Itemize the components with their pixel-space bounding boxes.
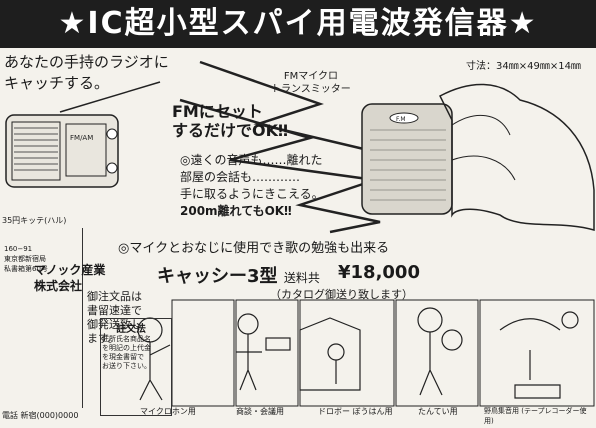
radio-illustration xyxy=(5,81,161,188)
feature-line: 部屋の会話も………… xyxy=(180,170,301,184)
stamp-price-label: 35円キッテ(ハル) xyxy=(2,216,67,225)
order-method-line: を現金書留で xyxy=(102,353,144,361)
device-name-line: トランスミッター xyxy=(271,84,351,95)
company-line: マノック産業 xyxy=(34,263,106,277)
radio-band-label: FM/AM xyxy=(70,134,93,142)
address-line: 東京都新宿局 xyxy=(4,255,46,263)
transmitter-illustration xyxy=(361,103,453,215)
caption-birdwatching: 野鳥集音用 (テープレコーダー使用) xyxy=(484,407,587,425)
comic-panels xyxy=(171,299,595,407)
caption-microphone: マイクロホン用 xyxy=(140,407,196,416)
hand-illustration xyxy=(439,83,595,232)
dimensions-text: 寸法：34㎜×49㎜×14㎜ xyxy=(466,61,581,72)
feature-line: 手に取るようにきこえる。 xyxy=(180,187,324,201)
headline-banner: ★IC超小型スパイ用電波発信器★ xyxy=(0,0,596,48)
set-callout: FMにセット するだけでOK‼ xyxy=(172,102,288,140)
order-method-line: 住所氏名商品名 xyxy=(102,335,151,343)
order-method-text: 住所氏名商品名 を明記の上代金 を現金書留で お送り下さい。 xyxy=(102,335,151,371)
product-name-line: キャッシー3型 送料共 xyxy=(157,262,320,288)
catalog-note: （カタログ御送り致します） xyxy=(270,288,413,301)
address-box xyxy=(0,228,83,408)
order-note-line: ます。 xyxy=(87,332,119,345)
device-badge-text: F.M xyxy=(396,116,406,123)
lead-line: あなたの手持のラジオに xyxy=(4,53,169,71)
shipping-label: 送料共 xyxy=(283,271,320,285)
caption-burglar: ドロボー ぼうはん用 xyxy=(318,407,393,416)
product-name: キャッシー3型 xyxy=(157,266,278,287)
feature-list-1: ◎遠くの音声も……離れた 部屋の会話も………… 手に取るようにきこえる。 200… xyxy=(180,152,324,220)
order-method-title: 註文法 xyxy=(116,324,146,335)
feature-2: ◎マイクとおなじに使用でき歌の勉強も出来る xyxy=(118,241,390,256)
order-method-box xyxy=(100,318,172,416)
set-callout-line: するだけでOK‼ xyxy=(172,121,289,140)
caption-detective: たんてい用 xyxy=(418,407,458,416)
set-callout-line: FMにセット xyxy=(172,102,263,121)
caption-meeting: 商談・会議用 xyxy=(236,407,284,416)
address-line: 私書箱第60号 xyxy=(4,265,48,273)
price: ¥18,000 xyxy=(338,262,420,283)
device-name-line: FMマイクロ xyxy=(283,71,338,82)
address-text: 160−91 東京都新宿局 私書箱第60号 xyxy=(4,244,48,274)
address-line: 160−91 xyxy=(4,245,33,253)
lead-line: キャッチする。 xyxy=(4,74,110,92)
device-name: FMマイクロ トランスミッター xyxy=(271,70,351,96)
company-name: マノック産業 株式会社 xyxy=(34,262,105,294)
feature-line: 200m離れてもOK‼ xyxy=(180,204,292,218)
order-note-line: 御注文品は xyxy=(87,290,142,303)
phone-number: 電話 新宿(000)0000 xyxy=(2,411,79,420)
order-method-line: を明記の上代金 xyxy=(102,344,151,352)
feature-line: ◎遠くの音声も……離れた xyxy=(180,153,323,167)
order-method-line: お送り下さい。 xyxy=(102,362,151,370)
lead-text: あなたの手持のラジオに キャッチする。 xyxy=(4,52,169,94)
company-line: 株式会社 xyxy=(34,279,83,293)
order-note-line: 書留速達で xyxy=(87,304,142,317)
